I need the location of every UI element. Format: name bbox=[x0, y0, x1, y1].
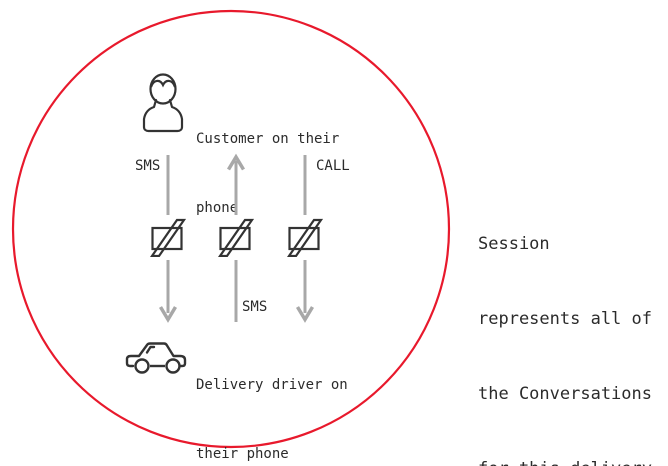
customer-label-line1: Customer on their bbox=[196, 131, 340, 147]
conversation-icon bbox=[287, 218, 323, 257]
driver-label-line1: Delivery driver on bbox=[196, 377, 348, 393]
sms-down-label: SMS bbox=[135, 158, 161, 174]
conversation-icon bbox=[150, 218, 186, 257]
session-note-line2: represents all of bbox=[478, 309, 652, 329]
sms-up-label: SMS bbox=[242, 299, 268, 315]
sms-up-arrow-icon bbox=[226, 153, 246, 322]
session-note: Session represents all of the Conversati… bbox=[478, 182, 652, 466]
sms-down-arrow-icon bbox=[158, 155, 178, 323]
conversation-icon bbox=[218, 218, 254, 257]
session-note-line4: for this delivery bbox=[478, 457, 652, 466]
driver-label-line2: their phone bbox=[196, 446, 289, 462]
customer-label: Customer on their phone bbox=[196, 82, 339, 266]
customer-label-line2: phone bbox=[196, 200, 239, 216]
driver-label: Delivery driver on their phone bbox=[196, 328, 348, 466]
car-icon bbox=[125, 342, 187, 374]
session-note-line1: Session bbox=[478, 234, 550, 254]
call-down-label: CALL bbox=[316, 158, 350, 174]
call-down-arrow-icon bbox=[295, 155, 315, 323]
person-icon bbox=[142, 73, 184, 133]
session-note-line3: the Conversations bbox=[478, 384, 652, 404]
